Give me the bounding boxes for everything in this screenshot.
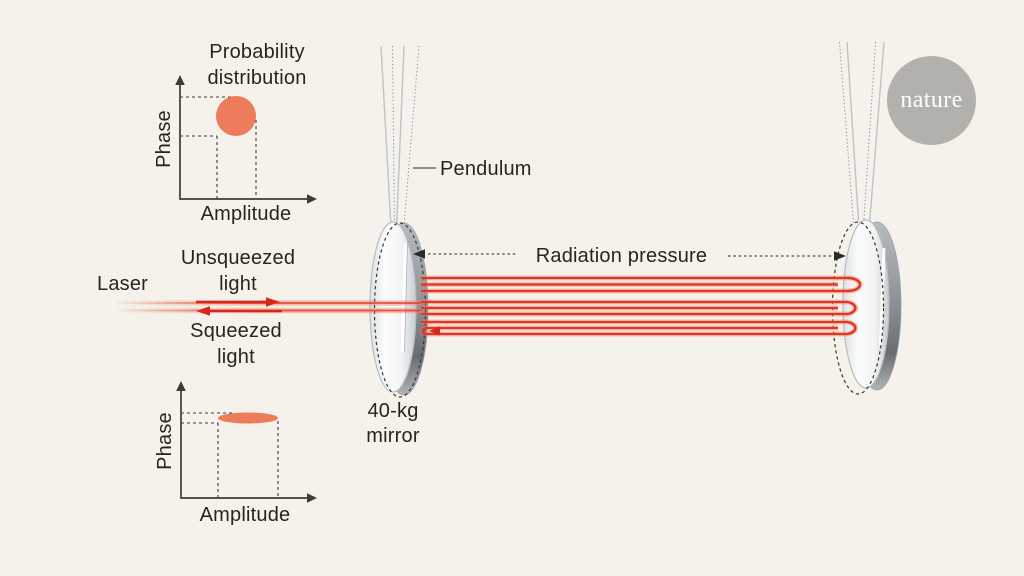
right-pendulum-wires	[839, 41, 885, 227]
unsqueezed-light-label: Unsqueezed light	[180, 247, 296, 295]
pendulum-label: Pendulum	[440, 158, 532, 180]
radiation-pressure-right-arrow-icon	[834, 251, 846, 261]
squeezed-state-blob	[218, 412, 278, 424]
nature-logo-text: nature	[900, 87, 963, 113]
amplitude-axis-label-bottom: Amplitude	[199, 504, 291, 526]
x-axis-arrow-icon	[307, 493, 317, 503]
radiation-pressure-annotation	[413, 249, 846, 261]
radiation-pressure-label: Radiation pressure	[535, 245, 708, 267]
cavity-beams	[420, 274, 864, 338]
mirror-mass-label: 40-kg mirror	[366, 400, 420, 447]
squeezed-arrow-icon	[196, 306, 210, 316]
radiation-pressure-left-arrow-icon	[413, 249, 425, 259]
beam-u-turn-loops	[421, 276, 862, 336]
phase-axis-label-top: Phase	[153, 110, 175, 168]
laser-label: Laser	[97, 273, 149, 295]
squeezed-exit-arrow-icon	[429, 326, 440, 336]
y-axis-arrow-icon	[176, 381, 186, 391]
y-axis-arrow-icon	[175, 75, 185, 85]
amplitude-axis-label-top: Amplitude	[200, 203, 292, 225]
light-direction-arrows	[196, 297, 282, 316]
left-mirror-motion-outline	[373, 222, 427, 398]
squeezed-light-label: Squeezed light	[190, 320, 282, 368]
unsqueezed-distribution-plot	[175, 75, 317, 204]
unsqueezed-arrow-icon	[266, 297, 280, 307]
unsqueezed-state-blob	[216, 96, 256, 136]
right-mirror	[842, 219, 902, 391]
phase-axis-label-bottom: Phase	[154, 412, 176, 470]
left-mirror-face	[369, 221, 417, 393]
squeezed-distribution-plot	[176, 381, 317, 503]
nature-logo: nature	[887, 56, 976, 145]
right-mirror-face	[842, 219, 890, 389]
left-pendulum-wires	[380, 45, 420, 232]
x-axis-arrow-icon	[307, 194, 317, 204]
probability-distribution-title: Probability distribution	[207, 41, 307, 89]
